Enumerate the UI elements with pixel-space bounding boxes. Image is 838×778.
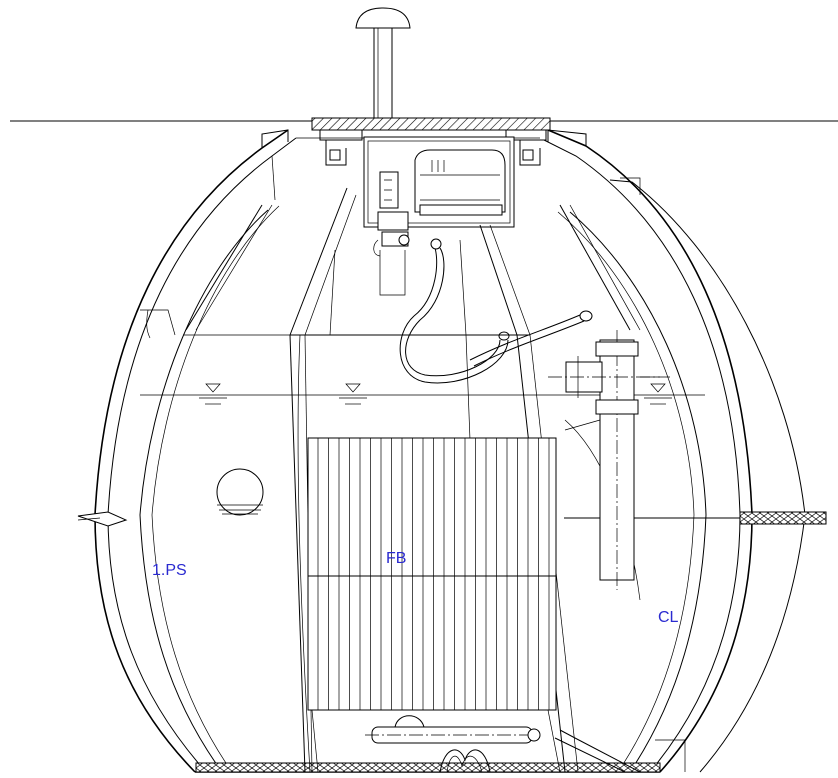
control-box [363,136,515,228]
aeration-pipe [365,715,641,773]
manhole-cover [261,117,587,166]
vent-pipe [355,7,411,123]
label-fixed-bed: FB [386,550,406,567]
outlet-pipe [548,330,670,590]
inlet-opening [216,468,264,516]
fixed-bed-media [307,437,561,773]
water-level-symbol-left [199,383,227,405]
label-primary-settling: 1.PS [152,562,187,579]
water-level-symbol-right [644,383,672,405]
water-level-symbol-center [339,383,367,405]
valve-hose-assembly [373,211,593,384]
media-vertical-lines [317,438,550,710]
tank-shell [77,129,827,773]
label-clarifier: CL [658,609,679,626]
